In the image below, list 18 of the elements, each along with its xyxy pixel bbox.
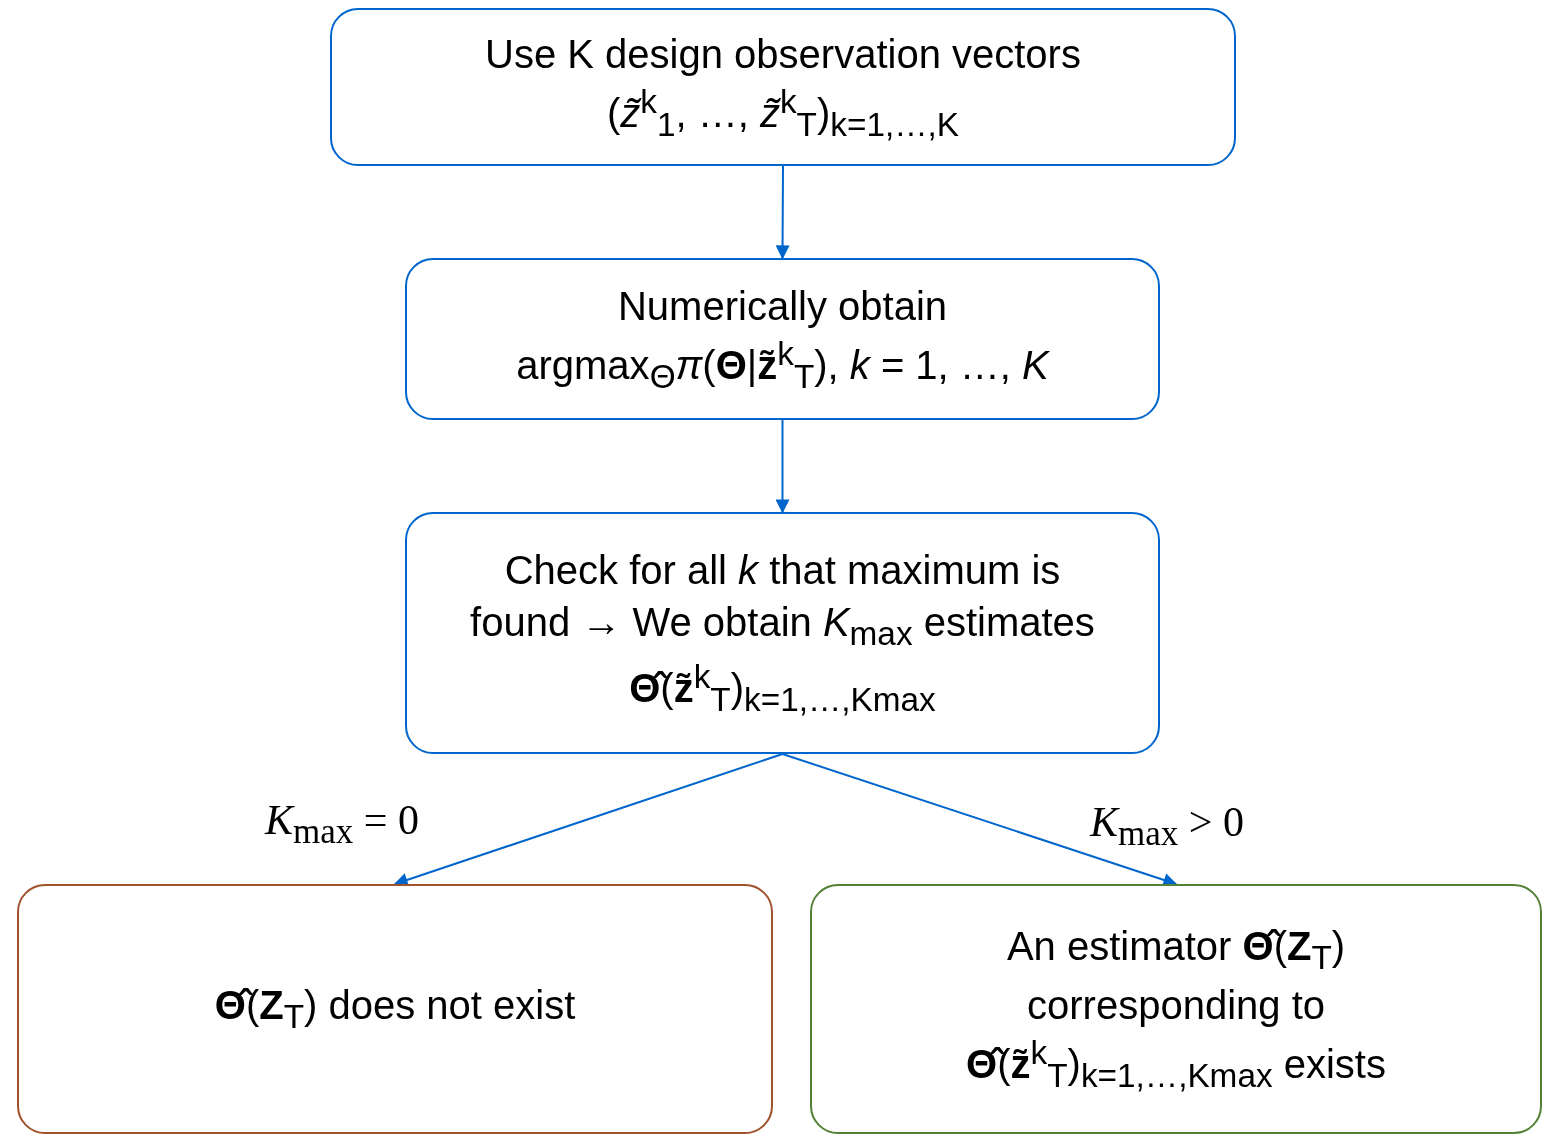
- process-box: [330, 8, 1236, 166]
- process-box: [405, 512, 1160, 754]
- process-box: [17, 884, 773, 1134]
- node-text: argmax$_{Θ}$π(Θ|z̃$^{k}$$_{T}$), k = 1, …, K: [516, 333, 1049, 397]
- process-box: [405, 258, 1160, 420]
- process-box: [810, 884, 1542, 1134]
- edge-label: K$_{max}$ > 0: [1090, 798, 1244, 855]
- node-text: An estimator Θ̂(Z$_{T}$) corresponding to Θ̂(z̃$^{k}$$_{T}$)$_{k=1,…,Kmax}$ exists: [965, 923, 1387, 1097]
- arrow: [393, 753, 784, 887]
- node-text: Θ̂(Z$_{T}$) does not exist: [214, 982, 576, 1038]
- node-text: Use K design observation vectors: [485, 30, 1081, 78]
- edge-label: K$_{max}$ = 0: [265, 796, 419, 853]
- node-text: (z̃$^{k}$$_{1}$, …, z̃$^{k}$$_{T}$)$_{k=1,…,K}$: [606, 81, 960, 145]
- node-text: Check for all k that maximum is found → We obtain K$_{max}$ estimates Θ̂(z̃$^{k}$$_{T}$)$_{k=1,…,Kmax}$: [469, 547, 1096, 721]
- arrow: [775, 419, 790, 514]
- arrow: [781, 753, 1178, 887]
- node-text: Numerically obtain: [618, 282, 947, 330]
- arrow: [775, 165, 790, 260]
